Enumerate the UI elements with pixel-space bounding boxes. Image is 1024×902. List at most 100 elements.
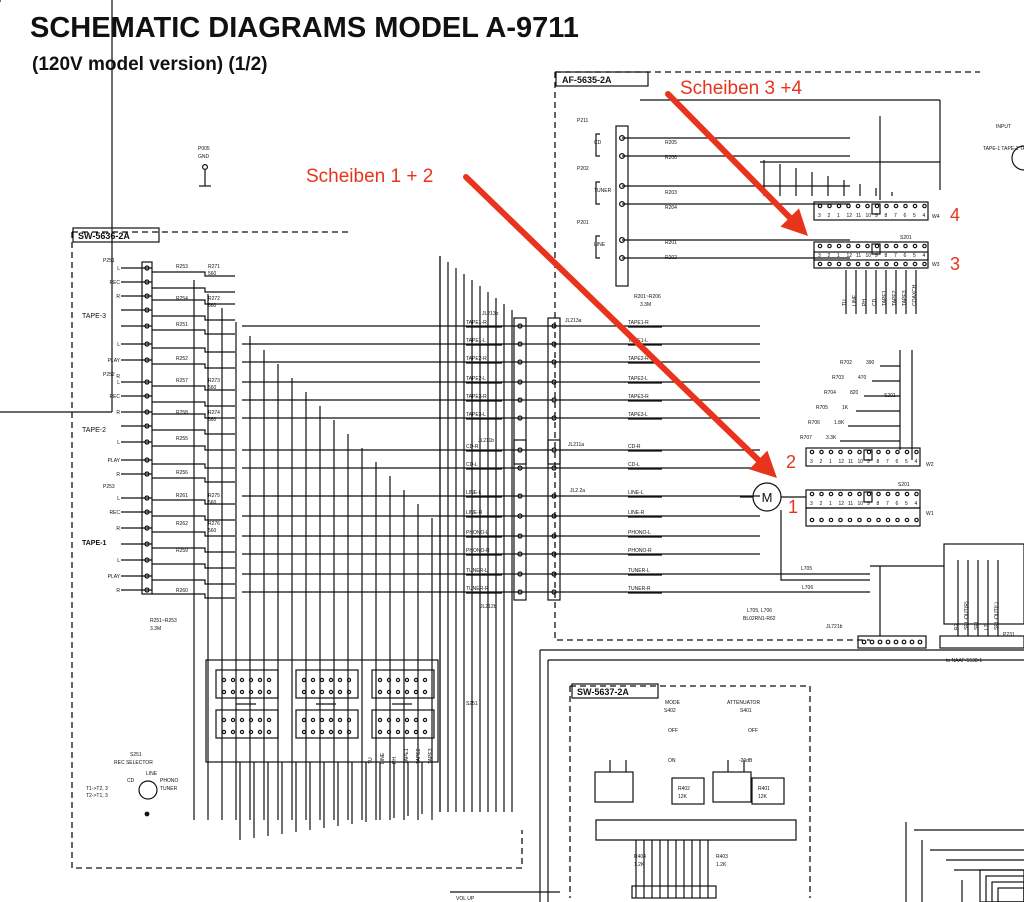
p231-label: P231 [1003, 632, 1015, 638]
r201-r206-label: R201~R206 [634, 294, 661, 300]
wafer-pin-number: 7 [894, 253, 897, 259]
rec-selector-label: REC SELECTOR [114, 760, 153, 766]
wafer-pin [828, 449, 834, 455]
wafer-pin [257, 677, 263, 683]
wafer-pin [865, 243, 870, 249]
tape-pin-label: PLAY [108, 574, 121, 580]
bus-signal-label-right: TAPE2-L [628, 376, 648, 382]
r251-r253-value: 3.3M [150, 626, 161, 632]
connector-p251-253 [141, 261, 153, 595]
on-label: ON [668, 758, 676, 764]
wafer-pin-number: 10 [866, 213, 872, 219]
wafer-pin [876, 491, 881, 497]
wafer-pin-number: 4 [915, 501, 918, 507]
wafer-rotor [863, 449, 873, 461]
jl213b-connector [513, 317, 527, 465]
wafer-pin [846, 203, 851, 209]
wafer-pin [836, 203, 842, 209]
wafer-pin [922, 203, 927, 209]
wafer-pin [310, 689, 316, 695]
tape-pin-label: R [116, 410, 120, 416]
motor-lead [780, 510, 870, 581]
ladder-resistor-label: R703 [832, 375, 844, 381]
bus-signal-label: TUNER-L [466, 568, 488, 574]
jl212b-label: JL212b [480, 604, 497, 610]
wafer-pin [257, 689, 263, 695]
switch-lead [609, 760, 745, 772]
resistor-wire [180, 385, 235, 391]
wafer-pin-number: 1 [829, 459, 832, 465]
block-outline [979, 869, 1024, 902]
wafer-pin [846, 243, 851, 249]
wafer-pin [855, 243, 861, 249]
tape-pin-label: R [116, 588, 120, 594]
wafer-pin [395, 717, 401, 723]
resistor-label: R271 [208, 264, 220, 270]
selector-line: LINE [146, 771, 158, 777]
wafer-pin [328, 729, 334, 735]
resistor-wire [180, 287, 235, 293]
ladder-resistor-label: R706 [808, 420, 820, 426]
input-position-label: CD [872, 298, 878, 306]
rec-selector-position: LINE [380, 752, 386, 764]
tape-pin-label: R [116, 472, 120, 478]
wafer-pin [866, 517, 872, 523]
p005-label: P005 [198, 146, 210, 152]
bus-signal-label-right: LINE-R [628, 510, 645, 516]
r401-box [751, 777, 785, 805]
wafer-rotor [871, 243, 881, 255]
wafer-pin [239, 689, 245, 695]
jl212a-label: JL2.2a [570, 488, 585, 494]
wafer-pin [828, 517, 834, 523]
wafer-pin [319, 689, 325, 695]
bus-signal-label: TAPE2-R [466, 356, 487, 362]
wafer-pin [239, 729, 245, 735]
wafer-pin-number: 11 [856, 213, 861, 219]
sw5637-resistor-label: R401 [758, 786, 770, 792]
jl211b-connector [513, 439, 527, 601]
wafer-pin-number: 8 [885, 213, 888, 219]
resistor-label: R257 [176, 378, 188, 384]
wafer-pin [847, 517, 853, 523]
output-label: R2 [954, 623, 960, 630]
wafer-pin-number: 3 [810, 501, 813, 507]
input-jack-label: LINE [594, 242, 606, 248]
wafer-pin [230, 729, 236, 735]
wafer-pin [809, 517, 815, 523]
wafer-pin-number: 2 [820, 501, 823, 507]
wafer-pin [914, 449, 919, 455]
tape-pin-label: L [117, 496, 120, 502]
board-tag-sw5636 [72, 227, 160, 243]
wafer-pin [838, 449, 843, 455]
selector-tuner: TUNER [160, 786, 178, 792]
resistor-wire [180, 547, 235, 553]
wafer-pin [328, 677, 334, 683]
tape-pin-label: L [117, 266, 120, 272]
annotation-number-1: 1 [788, 497, 799, 517]
af-resistor-label: R201 [665, 240, 677, 246]
ladder-resistor-label: R704 [824, 390, 836, 396]
wafer-pin [827, 243, 832, 249]
s251-wafer [371, 669, 435, 699]
wafer-pin [836, 261, 842, 267]
ladder-resistor-value: 390 [866, 360, 875, 366]
wafer-pin [884, 203, 889, 209]
input-jack-bracket [595, 235, 600, 259]
wafer-pin [895, 449, 900, 455]
resistor-value: 560 [208, 500, 217, 506]
s201-label: S201 [900, 235, 912, 241]
wafer-pin [893, 243, 899, 249]
resistor-label: R274 [208, 410, 220, 416]
block-outline [997, 887, 1024, 902]
output-label: L2 [984, 624, 990, 630]
input-position-label: PH [862, 299, 868, 306]
s402-switch [594, 771, 634, 803]
wafer-pin [413, 677, 419, 683]
selector-t2t1: T2->T1, 3 [86, 793, 108, 799]
wafer-pin [404, 689, 410, 695]
jl211a-connector [547, 439, 561, 601]
resistor-wire [180, 299, 235, 305]
resistor-value: 560 [208, 271, 217, 277]
wafer-pin [874, 261, 880, 267]
wafer-pin [827, 261, 832, 267]
